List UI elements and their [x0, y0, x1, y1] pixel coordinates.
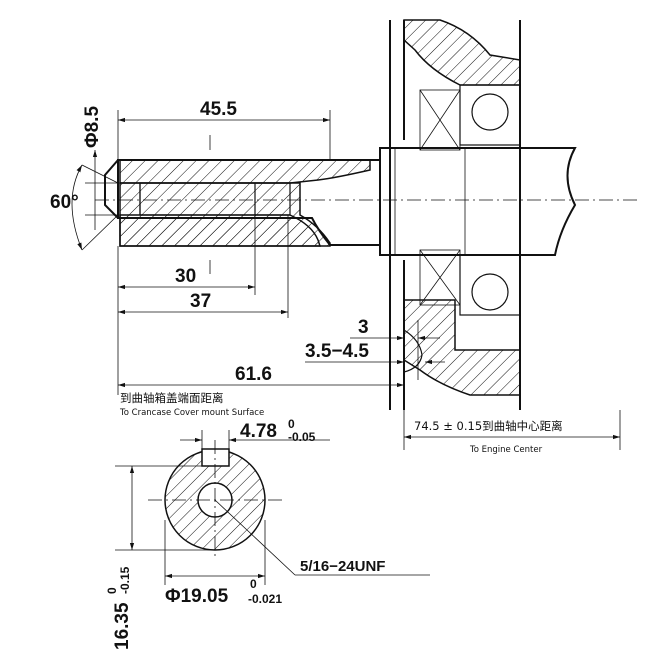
dim-45-5: 45.5 — [117, 99, 331, 160]
dim-thread-dia: Φ8.5 — [82, 106, 118, 230]
svg-text:To Engine Center: To Engine Center — [469, 445, 543, 455]
svg-text:0: 0 — [288, 417, 295, 431]
svg-text:3.5−4.5: 3.5−4.5 — [305, 341, 369, 362]
svg-text:30: 30 — [175, 266, 196, 287]
svg-text:Φ19.05: Φ19.05 — [165, 586, 229, 607]
svg-text:0: 0 — [105, 587, 119, 594]
svg-text:-0.05: -0.05 — [288, 430, 316, 444]
svg-text:到曲轴箱盖端面距离: 到曲轴箱盖端面距离 — [120, 391, 224, 405]
dim-61-6: 61.6 到曲轴箱盖端面距离 To Crancase Cover mount S… — [117, 318, 404, 418]
svg-text:74.5 ± 0.15到曲轴中心距离: 74.5 ± 0.15到曲轴中心距离 — [414, 419, 563, 433]
svg-text:4.78: 4.78 — [240, 421, 277, 442]
pto-shaft — [95, 159, 640, 247]
svg-text:-0.15: -0.15 — [118, 566, 132, 594]
dim-engine-center: 74.5 ± 0.15到曲轴中心距离 To Engine Center — [403, 410, 621, 455]
dim-key-depth: 16.35 0 -0.15 — [105, 465, 215, 650]
dim-key-width: 4.78 0 -0.05 — [180, 417, 330, 460]
crankcase-housing — [379, 19, 577, 410]
dim-37: 37 — [117, 215, 289, 318]
svg-text:3: 3 — [358, 317, 369, 338]
dim-chamfer-angle: 60° — [50, 164, 119, 251]
dim-30: 30 — [117, 215, 256, 295]
svg-text:To Crancase Cover mount Surfac: To Crancase Cover mount Surface — [119, 408, 264, 418]
svg-text:61.6: 61.6 — [235, 364, 272, 385]
svg-text:16.35: 16.35 — [112, 602, 133, 650]
svg-text:37: 37 — [190, 291, 211, 312]
svg-text:-0.021: -0.021 — [248, 592, 282, 606]
svg-text:0: 0 — [250, 577, 257, 591]
dim-shaft-dia: Φ19.05 0 -0.021 — [164, 520, 282, 607]
dim-gaps: 3 3.5−4.5 — [305, 317, 445, 380]
svg-text:Φ8.5: Φ8.5 — [82, 106, 103, 148]
svg-text:5/16−24UNF: 5/16−24UNF — [300, 558, 385, 575]
svg-text:45.5: 45.5 — [200, 99, 237, 120]
shaft-cross-section: 5/16−24UNF — [148, 440, 430, 576]
svg-text:60°: 60° — [50, 192, 79, 213]
